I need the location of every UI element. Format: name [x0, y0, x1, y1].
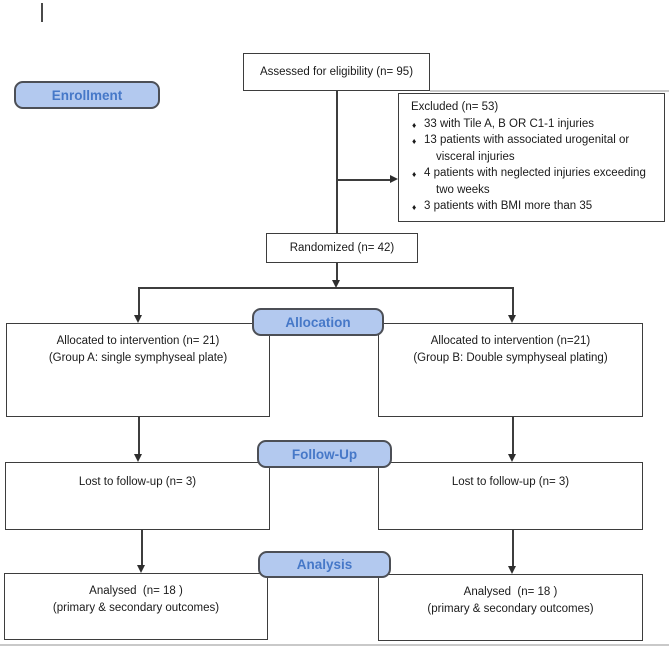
analysis-left-line1: Analysed (n= 18 ) — [89, 585, 183, 597]
arrowhead-excluded — [390, 175, 398, 183]
assessed-eligibility-text: Assessed for eligibility (n= 95) — [259, 65, 414, 78]
bullet-diamond-icon: ♦ — [412, 169, 417, 179]
followup-left-box: Lost to follow-up (n= 3) — [5, 462, 270, 530]
alloc-left-box: Allocated to intervention (n= 21) (Group… — [6, 323, 270, 417]
arrowhead-alloc-left — [134, 315, 142, 323]
enrollment-text: Enrollment — [51, 87, 123, 103]
analysis-right-box: Analysed (n= 18 ) (primary & secondary o… — [378, 574, 643, 641]
arrowhead-fu-right — [508, 454, 516, 462]
alloc-right-line2: (Group B: Double symphyseal plating) — [413, 352, 608, 364]
arrowhead-fu-left — [134, 454, 142, 462]
connector-randomized-branch — [336, 263, 338, 281]
connector-fu-an-right — [512, 530, 514, 566]
assessed-eligibility-box: Assessed for eligibility (n= 95) — [243, 53, 430, 91]
alloc-right-line1: Allocated to intervention (n=21) — [430, 335, 591, 347]
excluded-bullet-3-cont: two weeks — [436, 183, 490, 196]
alloc-left-line1: Allocated to intervention (n= 21) — [56, 335, 220, 347]
excluded-bullet-2-cont: visceral injuries — [436, 150, 515, 163]
stage-label-analysis: Analysis — [258, 551, 391, 578]
excluded-bullet-1-text: 33 with Tile A, B OR C1-1 injuries — [424, 117, 595, 130]
arrowhead-branch — [332, 280, 340, 288]
stage-label-followup: Follow-Up — [257, 440, 392, 468]
branch-line — [139, 287, 513, 289]
allocation-text: Allocation — [285, 314, 351, 330]
text-cursor-mark — [41, 3, 43, 22]
randomized-box: Randomized (n= 42) — [266, 233, 418, 263]
analysis-text: Analysis — [296, 557, 353, 572]
connector-assessed-randomized — [336, 91, 338, 233]
connector-to-excluded — [337, 179, 390, 181]
excluded-bullet-3: ♦ 4 patients with neglected injuries exc… — [411, 165, 660, 198]
arrowhead-an-right — [508, 566, 516, 574]
connector-fu-an-left — [141, 530, 143, 565]
excluded-bullet-1: ♦ 33 with Tile A, B OR C1-1 injuries — [411, 116, 660, 133]
excluded-box: Excluded (n= 53) ♦ 33 with Tile A, B OR … — [398, 93, 665, 222]
excluded-bullet-3-text: 4 patients with neglected injuries excee… — [424, 167, 646, 179]
bullet-diamond-icon: ♦ — [412, 202, 417, 212]
connector-branch-right — [512, 287, 514, 315]
arrowhead-alloc-right — [508, 315, 516, 323]
analysis-left-box: Analysed (n= 18 ) (primary & secondary o… — [4, 573, 268, 640]
page-edge-bottom — [0, 644, 669, 646]
randomized-text: Randomized (n= 42) — [289, 241, 395, 254]
analysis-right-line2: (primary & secondary outcomes) — [427, 603, 594, 615]
arrowhead-an-left — [137, 565, 145, 573]
page-gridline-top — [430, 90, 669, 92]
connector-alloc-fu-right — [512, 417, 514, 454]
stage-label-enrollment: Enrollment — [14, 81, 160, 109]
followup-right-text: Lost to follow-up (n= 3) — [451, 476, 570, 488]
excluded-bullet-2-text: 13 patients with associated urogenital o… — [424, 134, 630, 146]
followup-left-text: Lost to follow-up (n= 3) — [78, 476, 197, 488]
analysis-left-line2: (primary & secondary outcomes) — [52, 602, 220, 614]
connector-branch-left — [138, 287, 140, 315]
analysis-right-line1: Analysed (n= 18 ) — [463, 586, 558, 598]
alloc-right-box: Allocated to intervention (n=21) (Group … — [378, 323, 643, 417]
connector-alloc-fu-left — [138, 417, 140, 454]
bullet-diamond-icon: ♦ — [412, 119, 417, 130]
excluded-bullet-4: ♦ 3 patients with BMI more than 35 — [411, 198, 660, 215]
stage-label-allocation: Allocation — [252, 308, 384, 336]
followup-text: Follow-Up — [291, 446, 358, 462]
excluded-bullet-4-text: 3 patients with BMI more than 35 — [424, 200, 593, 212]
excluded-title: Excluded (n= 53) — [411, 101, 499, 113]
alloc-left-line2: (Group A: single symphyseal plate) — [48, 352, 228, 364]
excluded-bullet-2: ♦ 13 patients with associated urogenital… — [411, 132, 660, 165]
followup-right-box: Lost to follow-up (n= 3) — [378, 462, 643, 530]
bullet-diamond-icon: ♦ — [412, 136, 417, 146]
